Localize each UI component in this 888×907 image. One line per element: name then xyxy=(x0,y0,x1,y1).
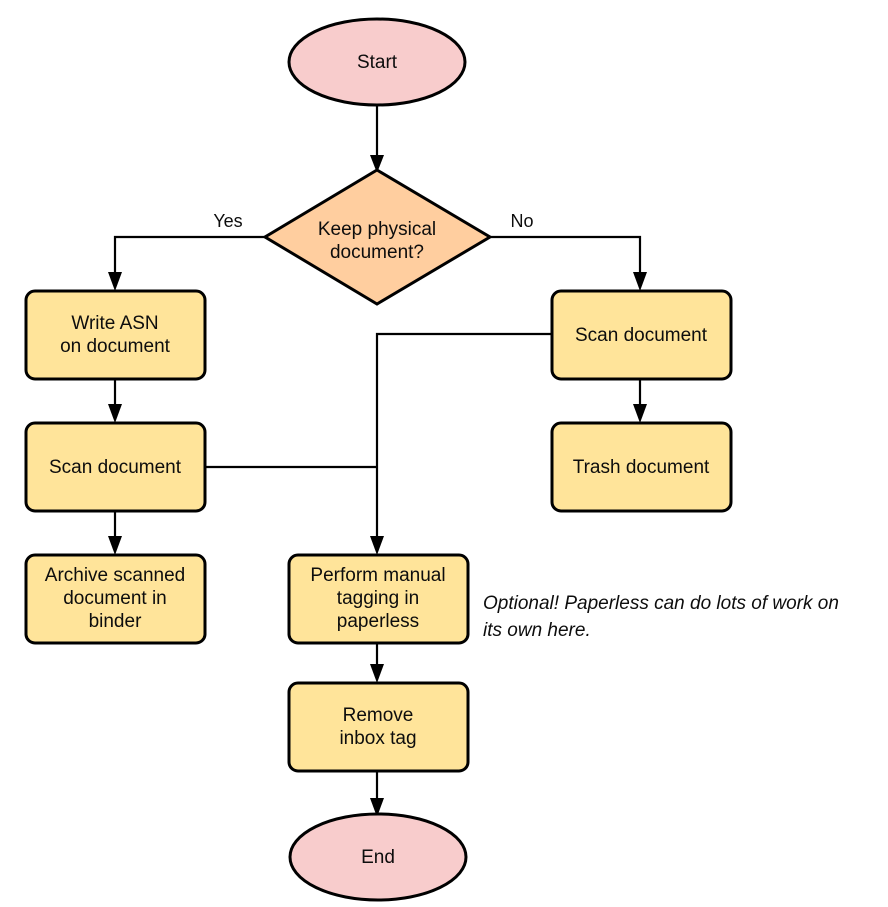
edge-scan-right-to-tagging xyxy=(370,332,552,555)
node-perform-manual-tagging[interactable]: Perform manual tagging in paperless xyxy=(287,553,470,645)
node-decision-label-line2: document? xyxy=(330,242,424,263)
node-remove-inbox-label-line2: inbox tag xyxy=(339,728,416,749)
annotation-optional-paperless: Optional! Paperless can do lots of work … xyxy=(483,593,839,641)
node-tagging-label-line2: tagging in xyxy=(337,588,419,609)
node-start-label: Start xyxy=(357,52,398,73)
decision-diamond-shape[interactable] xyxy=(262,168,493,306)
node-write-asn-on-document[interactable]: Write ASN on document xyxy=(24,289,207,381)
start-ellipse-shape[interactable] xyxy=(287,17,467,107)
node-end[interactable]: End xyxy=(288,812,468,902)
edge-label-no: No xyxy=(510,211,533,231)
node-write-asn-label-line2: on document xyxy=(60,336,171,357)
tagging-rect-shape[interactable] xyxy=(287,553,470,645)
edge-tagging-to-remove-inbox xyxy=(370,643,384,683)
node-remove-inbox-tag[interactable]: Remove inbox tag xyxy=(287,681,470,773)
arrow-head-icon xyxy=(108,404,122,423)
node-scan-document-left[interactable]: Scan document xyxy=(24,421,207,513)
node-scan-document-left-label: Scan document xyxy=(49,457,182,478)
scan-document-right-rect-shape[interactable] xyxy=(550,289,733,381)
edge-remove-inbox-to-end xyxy=(370,771,384,817)
edge-decision-no-to-scan-right xyxy=(490,235,647,291)
node-remove-inbox-label-line1: Remove xyxy=(343,705,414,726)
annotation-line1: Optional! Paperless can do lots of work … xyxy=(483,593,839,614)
write-asn-rect-shape[interactable] xyxy=(24,289,207,381)
edge-write-asn-to-scan-left xyxy=(108,379,122,423)
node-start[interactable]: Start xyxy=(287,17,467,107)
node-archive-label-line3: binder xyxy=(89,611,142,632)
node-trash-document[interactable]: Trash document xyxy=(550,421,733,513)
node-decision-label-line1: Keep physical xyxy=(318,219,436,240)
node-archive-label-line2: document in xyxy=(63,588,167,609)
arrow-head-icon xyxy=(108,536,122,555)
arrow-head-icon xyxy=(370,536,384,555)
node-trash-document-label: Trash document xyxy=(573,457,710,478)
archive-rect-shape[interactable] xyxy=(24,553,207,645)
edge-layer xyxy=(108,104,647,817)
trash-document-rect-shape[interactable] xyxy=(550,421,733,513)
edge-scan-left-to-archive xyxy=(108,511,122,555)
node-archive-label-line1: Archive scanned xyxy=(45,565,185,586)
arrow-head-icon xyxy=(108,272,122,291)
edge-label-layer: Yes No xyxy=(213,211,533,231)
edge-scan-right-to-trash xyxy=(633,379,647,423)
edge-start-to-decision xyxy=(370,104,384,173)
arrow-head-icon xyxy=(633,272,647,291)
annotation-line2: its own here. xyxy=(483,620,591,641)
node-end-label: End xyxy=(361,847,395,868)
end-ellipse-shape[interactable] xyxy=(288,812,468,902)
arrow-head-icon xyxy=(370,155,384,173)
edge-decision-yes-to-write-asn xyxy=(108,235,265,291)
arrow-head-icon xyxy=(370,798,384,817)
remove-inbox-tag-rect-shape[interactable] xyxy=(287,681,470,773)
scan-document-left-rect-shape[interactable] xyxy=(24,421,207,513)
edge-label-yes: Yes xyxy=(213,211,242,231)
node-scan-document-right-label: Scan document xyxy=(575,325,708,346)
node-tagging-label-line3: paperless xyxy=(337,611,419,632)
arrow-head-icon xyxy=(633,404,647,423)
node-decision-keep-physical-document[interactable]: Keep physical document? xyxy=(262,168,493,306)
arrow-head-icon xyxy=(370,664,384,683)
node-write-asn-label-line1: Write ASN xyxy=(71,313,158,334)
node-tagging-label-line1: Perform manual xyxy=(310,565,445,586)
node-archive-scanned-document[interactable]: Archive scanned document in binder xyxy=(24,553,207,645)
node-scan-document-right[interactable]: Scan document xyxy=(550,289,733,381)
